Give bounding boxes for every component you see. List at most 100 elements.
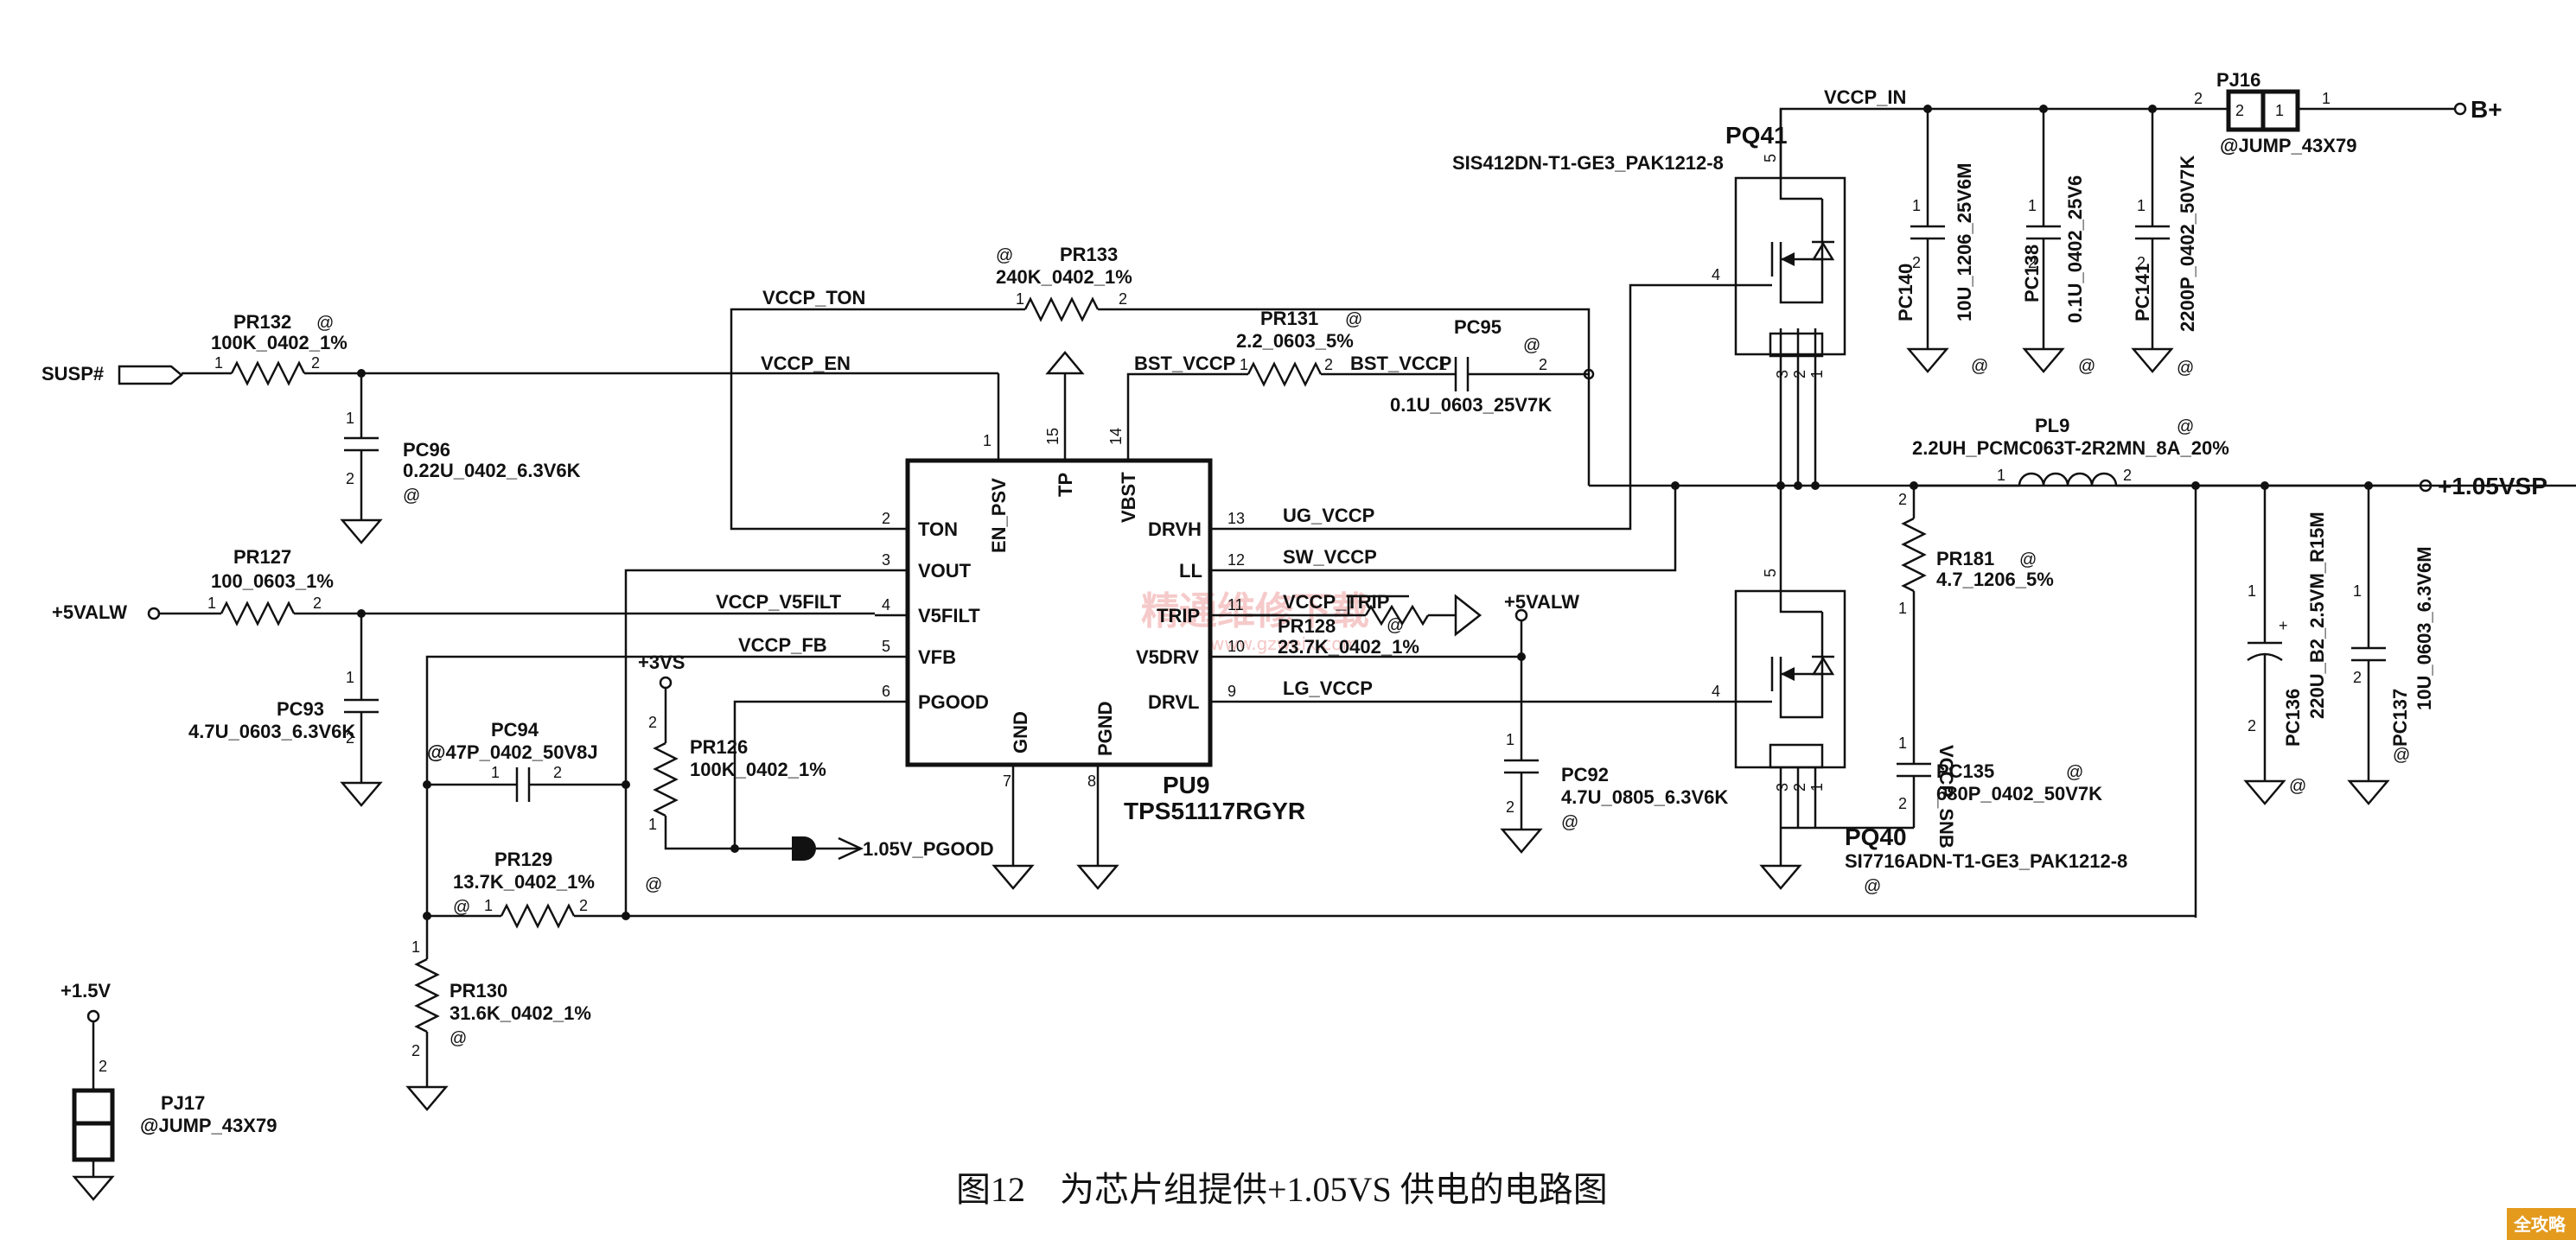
svg-text:2: 2 xyxy=(648,714,657,731)
pin-num-9: 9 xyxy=(1227,683,1236,700)
pj17-network: +1.5V 2 PJ17 @JUMP_43X79 xyxy=(61,980,277,1201)
pc140-ground xyxy=(1906,347,1949,373)
svg-text:@: @ xyxy=(2177,417,2194,436)
pc95-ref: PC95 xyxy=(1454,316,1502,338)
chip-ref: PU9 xyxy=(1163,772,1209,798)
svg-text:1: 1 xyxy=(491,764,500,781)
svg-text:3: 3 xyxy=(1774,783,1791,792)
pc138-ground xyxy=(2022,347,2065,373)
svg-text:@: @ xyxy=(2066,763,2083,782)
resistor-pr126 xyxy=(653,741,679,817)
svg-text:@: @ xyxy=(2393,746,2410,765)
resistor-pr133 xyxy=(1023,296,1100,322)
chip-part: TPS51117RGYR xyxy=(1124,798,1305,824)
svg-text:@: @ xyxy=(2177,359,2194,378)
svg-text:1: 1 xyxy=(1506,731,1514,748)
svg-text:2: 2 xyxy=(2137,254,2146,271)
pin-name-vfb: VFB xyxy=(918,646,956,668)
pr181-ref: PR181 xyxy=(1936,548,1994,569)
svg-text:2: 2 xyxy=(346,729,354,747)
port-out: +1.05VSP xyxy=(2438,473,2547,499)
pin-name-v5drv: V5DRV xyxy=(1136,646,1199,668)
resistor-pr131 xyxy=(1247,361,1323,387)
pl9-ref: PL9 xyxy=(2035,415,2069,436)
svg-text:1: 1 xyxy=(2275,102,2284,119)
svg-text:1: 1 xyxy=(411,938,420,956)
svg-text:1: 1 xyxy=(1808,370,1826,378)
svg-text:2: 2 xyxy=(2123,467,2132,484)
pr132-val: 100K_0402_1% xyxy=(211,332,348,353)
svg-text:1: 1 xyxy=(648,816,657,833)
pin-name-drvh: DRVH xyxy=(1148,518,1202,540)
svg-text:+: + xyxy=(2279,617,2288,634)
pin-name-trip: TRIP xyxy=(1157,605,1200,626)
svg-text:1: 1 xyxy=(1912,197,1921,214)
net-vccp-ton: VCCP_TON xyxy=(762,287,865,308)
net-vccp-snb: VCCP_SNB xyxy=(1935,745,1957,849)
svg-text:@: @ xyxy=(450,1029,467,1048)
pin-name-pgood: PGOOD xyxy=(918,691,989,713)
svg-text:1: 1 xyxy=(2028,197,2037,214)
pr130-val: 31.6K_0402_1% xyxy=(450,1002,591,1024)
pin-name-v5filt: V5FILT xyxy=(918,605,980,626)
svg-text:@: @ xyxy=(2078,357,2095,376)
net-vccp-fb: VCCP_FB xyxy=(738,634,827,656)
pc136-ref: PC136 xyxy=(2282,689,2304,747)
gnd-pin7-ground xyxy=(992,864,1035,890)
svg-text:5: 5 xyxy=(1762,569,1779,577)
pq41-ref: PQ41 xyxy=(1725,122,1788,149)
pc140-val: 10U_1206_25V6M xyxy=(1954,163,1975,321)
pc92-ground xyxy=(1500,828,1543,854)
watermark-text: 精通维修下载 xyxy=(1141,589,1369,633)
pc141-ground xyxy=(2131,347,2174,373)
pin-num-8: 8 xyxy=(1087,773,1096,790)
svg-text:2: 2 xyxy=(1898,491,1907,508)
net-bst-vccp: BST_VCCP xyxy=(1134,353,1235,374)
pq41-body xyxy=(1734,176,1846,356)
port-5valw-left-terminal xyxy=(147,607,161,620)
port-3vs-terminal xyxy=(659,676,673,690)
pc92-ref: PC92 xyxy=(1561,764,1609,785)
tp-ground xyxy=(1045,351,1085,375)
svg-text:@: @ xyxy=(2019,550,2037,569)
svg-text:@: @ xyxy=(2289,777,2306,796)
svg-text:2: 2 xyxy=(2353,669,2362,686)
pq40-val: SI7716ADN-T1-GE3_PAK1212-8 xyxy=(1845,850,2127,872)
pc135-ref: PC135 xyxy=(1936,760,1994,782)
svg-text:2: 2 xyxy=(411,1042,420,1059)
port-susp-label: SUSP# xyxy=(41,363,104,385)
pin-num-12: 12 xyxy=(1227,551,1245,569)
pc94-ref: PC94 xyxy=(491,719,539,741)
net-vccp-en: VCCP_EN xyxy=(761,353,851,374)
mosfet-pq40: 5 4 3 2 1 PQ40 SI7716ADN-T1-GE3_PAK1212-… xyxy=(1712,486,2127,896)
pj17-ground xyxy=(72,1175,115,1201)
svg-text:1: 1 xyxy=(1898,734,1907,752)
resistor-pr127 xyxy=(220,601,296,626)
snubber-network: 2 1 PR181 @ 4.7_1206_5% VCCP_SNB 1 2 PC1… xyxy=(1815,486,2102,849)
svg-text:2: 2 xyxy=(1912,254,1921,271)
pr128-val: 23.7K_0402_1% xyxy=(1278,636,1419,658)
svg-text:1: 1 xyxy=(2248,582,2256,600)
watermark-url: www.gzweix.com xyxy=(1210,633,1359,654)
pin-num-14: 14 xyxy=(1107,428,1125,445)
pc137-ground xyxy=(2347,779,2390,805)
resistor-pr181 xyxy=(1901,517,1927,593)
svg-text:1: 1 xyxy=(346,669,354,686)
pc137-val: 10U_0603_6.3V6M xyxy=(2413,546,2435,710)
pq40-body xyxy=(1734,589,1846,769)
port-5valw-left: +5VALW xyxy=(52,601,127,623)
svg-text:1: 1 xyxy=(214,354,223,372)
pin-num-6: 6 xyxy=(882,683,890,700)
pr127-ref: PR127 xyxy=(233,546,291,568)
pin-name-en-psv: EN_PSV xyxy=(988,478,1010,553)
pr130-ground xyxy=(405,1085,449,1111)
pin-num-10: 10 xyxy=(1227,638,1245,655)
pgood-network: +3VS 2 1 PR126 100K_0402_1% 1.05V_PGOOD xyxy=(638,652,994,861)
port-5valw-right: +5VALW xyxy=(1504,591,1579,613)
svg-text:1: 1 xyxy=(1016,290,1024,308)
figure-caption: 图12 为芯片组提供+1.05VS 供电的电路图 xyxy=(956,1170,1608,1209)
pr126-val: 100K_0402_1% xyxy=(690,759,826,780)
pin-num-1: 1 xyxy=(983,432,992,449)
resistor-pr132 xyxy=(230,360,306,386)
